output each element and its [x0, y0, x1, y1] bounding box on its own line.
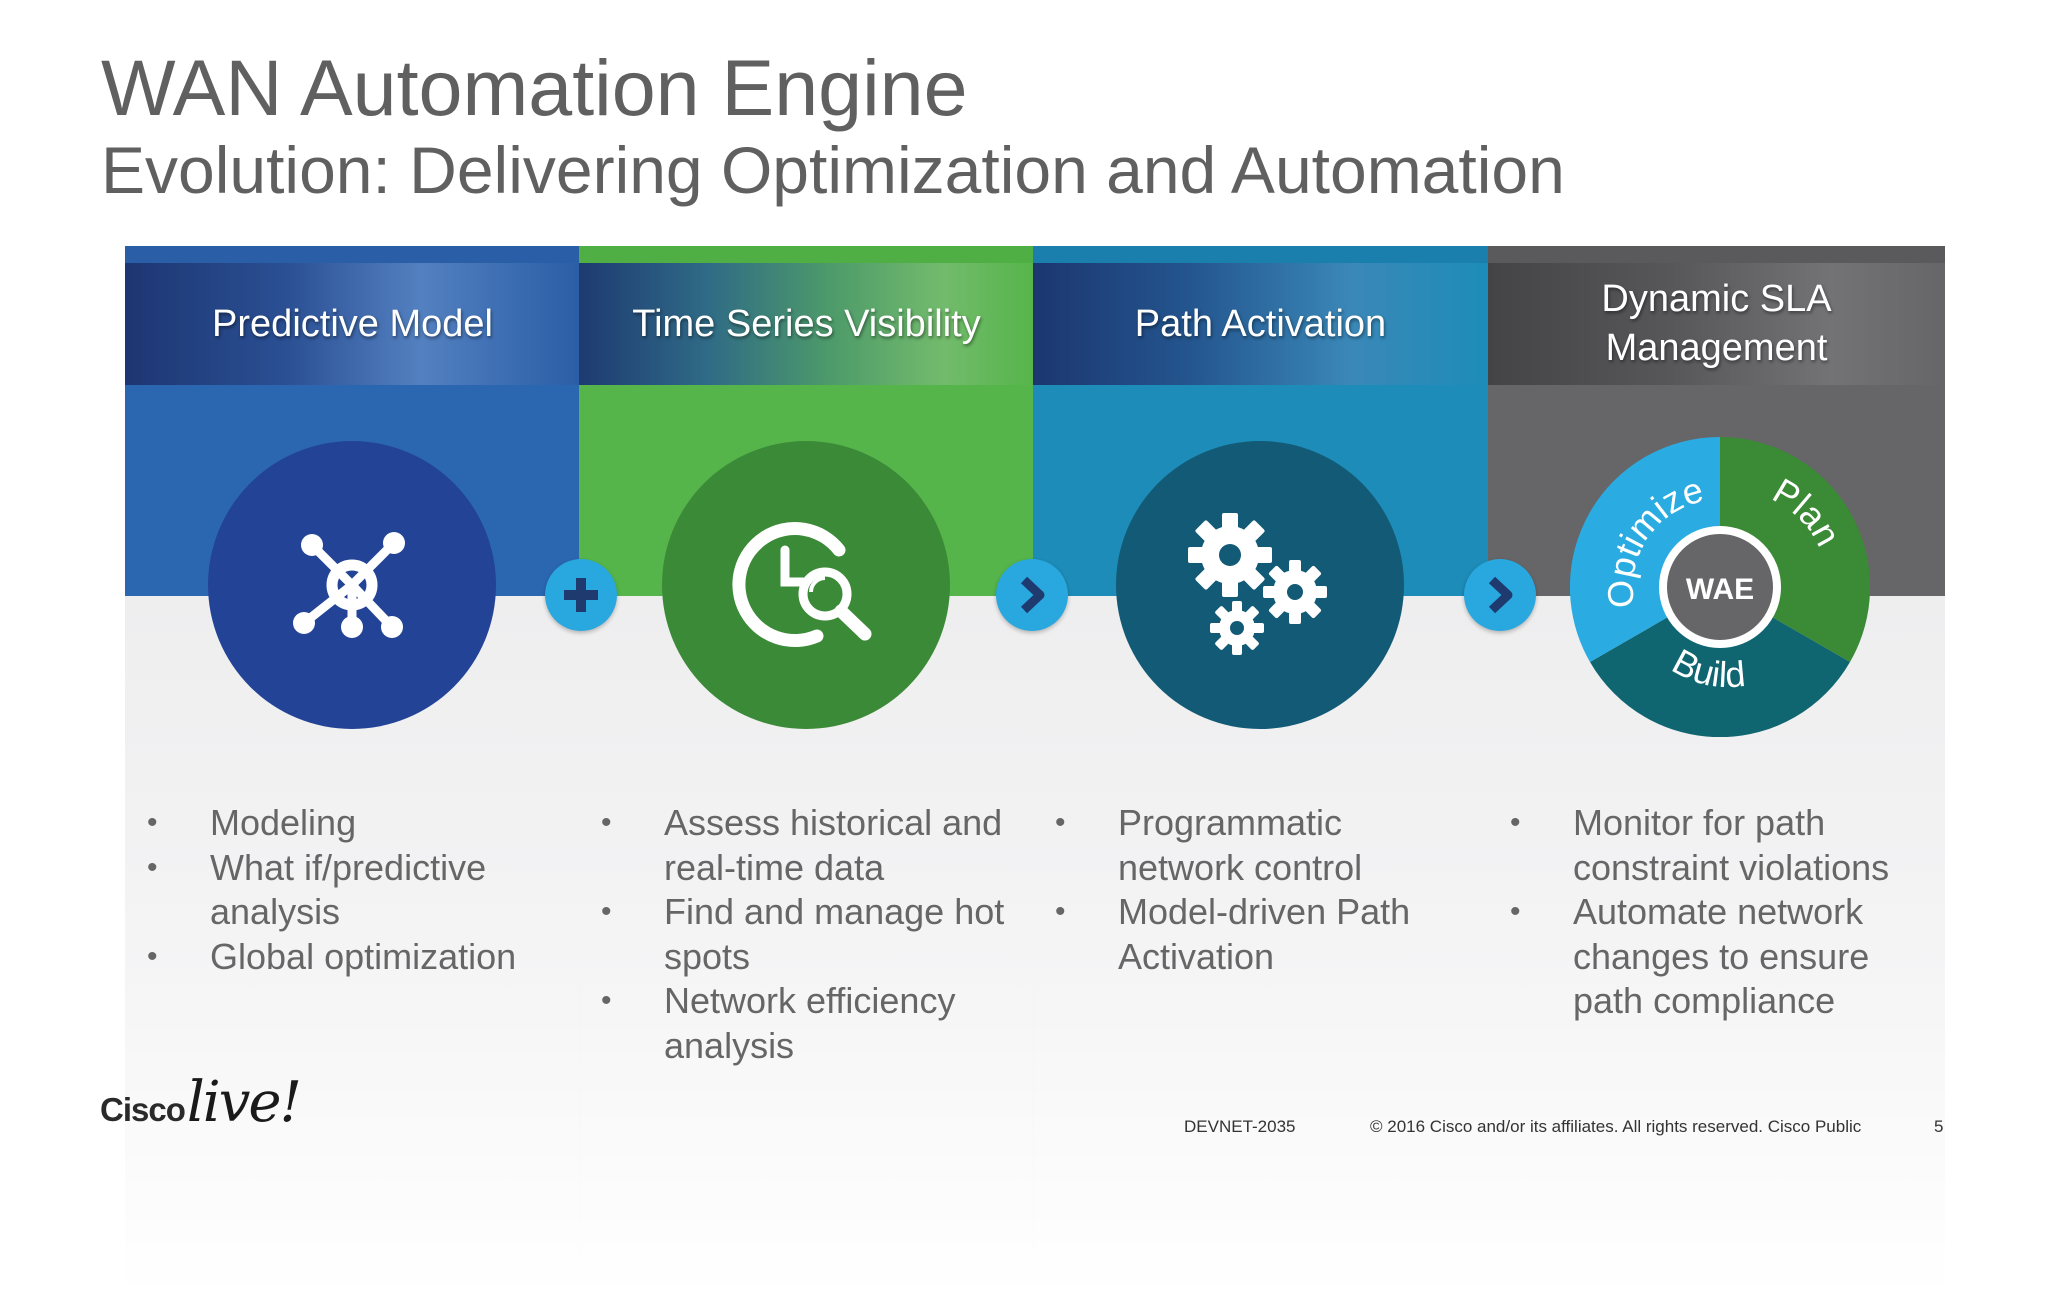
chevron-connector [1464, 559, 1536, 631]
path-activation-circle [1116, 441, 1404, 729]
page-number: 5 [1934, 1117, 1944, 1136]
column-time-series-visibility: Time Series Visibility Assess historical… [579, 246, 1034, 1296]
column-path-activation: Path Activation [1033, 246, 1488, 1296]
column-dynamic-sla: Dynamic SLA Management Optimize Plan Bui… [1488, 246, 1945, 1296]
session-code: DEVNET-2035 [1184, 1117, 1296, 1136]
chevron-connector [996, 559, 1068, 631]
predictive-model-circle [208, 441, 496, 729]
column-header: Dynamic SLA Management [1488, 263, 1945, 385]
slide-subtitle: Evolution: Delivering Optimization and A… [101, 133, 1565, 207]
bullet-item: Programmatic network control [1033, 801, 1488, 890]
column-header-label: Predictive Model [212, 302, 493, 345]
time-series-circle [662, 441, 950, 729]
column-header-label: Dynamic SLA Management [1601, 278, 1832, 369]
column-header: Time Series Visibility [579, 263, 1034, 385]
plus-connector [545, 559, 617, 631]
bullet-list: Monitor for path constraint violations A… [1488, 801, 1945, 1024]
bullet-list: Assess historical and real-time data Fin… [579, 801, 1034, 1068]
bullet-item: Modeling [125, 801, 580, 846]
plus-icon [564, 578, 598, 612]
bullet-item: Assess historical and real-time data [579, 801, 1034, 890]
bullet-item: Find and manage hot spots [579, 890, 1034, 979]
network-hub-icon [293, 532, 405, 638]
chevron-right-icon [1020, 576, 1045, 614]
wae-cycle-icon: Optimize Plan Build WAE [1569, 436, 1871, 738]
column-header: Predictive Model [125, 263, 580, 385]
bullet-item: Automate network changes to ensure path … [1488, 890, 1945, 1024]
bullet-item: Monitor for path constraint violations [1488, 801, 1945, 890]
bullet-item: Global optimization [125, 935, 580, 980]
bullet-item: Network efficiency analysis [579, 979, 1034, 1068]
gears-icon [1188, 513, 1327, 655]
column-header: Path Activation [1033, 263, 1488, 385]
bullet-item: Model-driven Path Activation [1033, 890, 1488, 979]
column-header-label: Time Series Visibility [632, 302, 981, 345]
copyright-notice: © 2016 Cisco and/or its affiliates. All … [1370, 1117, 1862, 1136]
bullet-list: Modeling What if/predictive analysis Glo… [125, 801, 580, 979]
wae-center-label: WAE [1686, 573, 1754, 606]
column-header-label: Path Activation [1134, 302, 1387, 345]
slide-title: WAN Automation Engine [101, 43, 968, 132]
bullet-list: Programmatic network control Model-drive… [1033, 801, 1488, 979]
cisco-live-logo: Ciscolive! [100, 1070, 302, 1135]
chevron-right-icon [1488, 576, 1513, 614]
clock-magnifier-icon [732, 522, 872, 647]
bullet-item: What if/predictive analysis [125, 846, 580, 935]
